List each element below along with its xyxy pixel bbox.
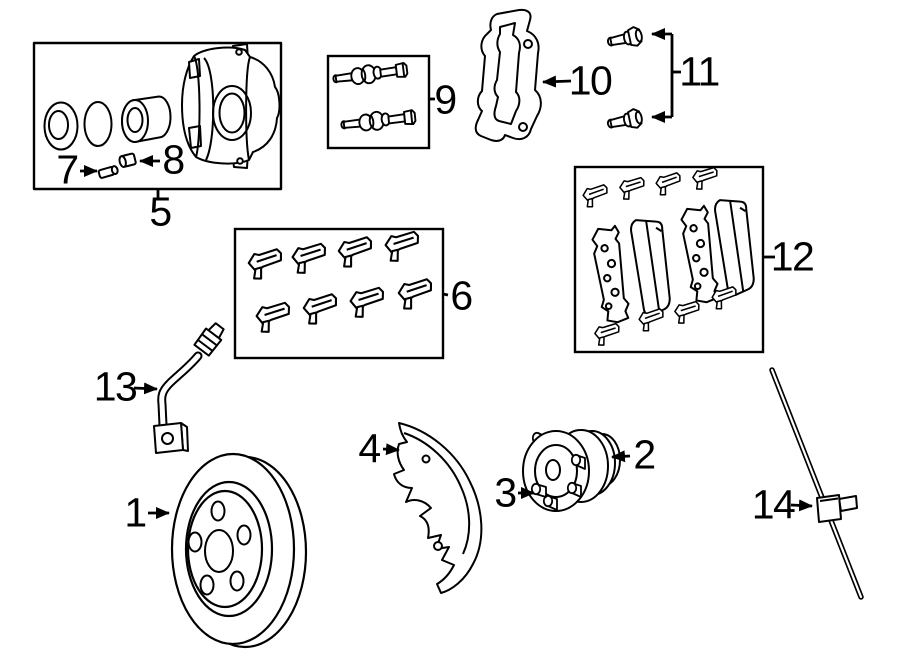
callout-label-8: 8 bbox=[162, 136, 185, 183]
callout-label-12: 12 bbox=[770, 233, 815, 280]
brake-rotor-drawing bbox=[170, 452, 308, 649]
callout-arrow-2 bbox=[611, 450, 631, 463]
callout-label-2: 2 bbox=[633, 431, 656, 478]
caliper-kit-box bbox=[32, 41, 283, 191]
bracket-bolt-drawing bbox=[605, 24, 645, 53]
callout-arrow-13 bbox=[133, 382, 158, 395]
callout-label-13: 13 bbox=[93, 363, 138, 410]
guide-pin-box bbox=[326, 54, 431, 150]
rotor-lug-holes bbox=[187, 500, 252, 596]
bracket-bolt-drawing bbox=[605, 106, 645, 135]
callout-label-6: 6 bbox=[450, 272, 473, 319]
callout-label-1: 1 bbox=[124, 489, 147, 536]
wheel-hub-drawing bbox=[522, 429, 621, 512]
sensor-clip-drawing bbox=[816, 494, 858, 523]
wear-sensor-drawing bbox=[769, 367, 864, 600]
callout-line-6 bbox=[442, 292, 449, 297]
bleeder-pin-drawing bbox=[97, 165, 119, 179]
hardware-clip-box bbox=[233, 227, 445, 360]
caliper-bracket-drawing bbox=[474, 8, 542, 142]
callout-label-14: 14 bbox=[751, 481, 796, 528]
callout-arrow-14 bbox=[790, 499, 813, 512]
dust-boot-drawing bbox=[83, 101, 113, 147]
brake-hose-drawing bbox=[153, 322, 225, 454]
callout-arrow-4 bbox=[382, 443, 400, 456]
callout-label-11: 11 bbox=[679, 48, 720, 95]
callout-label-10: 10 bbox=[568, 57, 613, 104]
piston-seal-drawing bbox=[43, 101, 79, 151]
bleeder-cap-drawing bbox=[118, 152, 137, 168]
splash-shield-drawing bbox=[393, 422, 483, 594]
callout-label-5: 5 bbox=[149, 188, 172, 235]
caliper-piston-drawing bbox=[121, 95, 172, 143]
callout-label-7: 7 bbox=[56, 146, 79, 193]
callout-label-4: 4 bbox=[358, 425, 381, 472]
callout-bracket-11 bbox=[651, 28, 681, 123]
callout-label-9: 9 bbox=[434, 76, 457, 123]
callout-label-3: 3 bbox=[494, 469, 517, 516]
callout-arrows bbox=[80, 28, 813, 519]
caliper-body-drawing bbox=[181, 43, 281, 169]
callout-arrow-10 bbox=[542, 75, 572, 88]
brake-pad-box bbox=[573, 165, 765, 354]
